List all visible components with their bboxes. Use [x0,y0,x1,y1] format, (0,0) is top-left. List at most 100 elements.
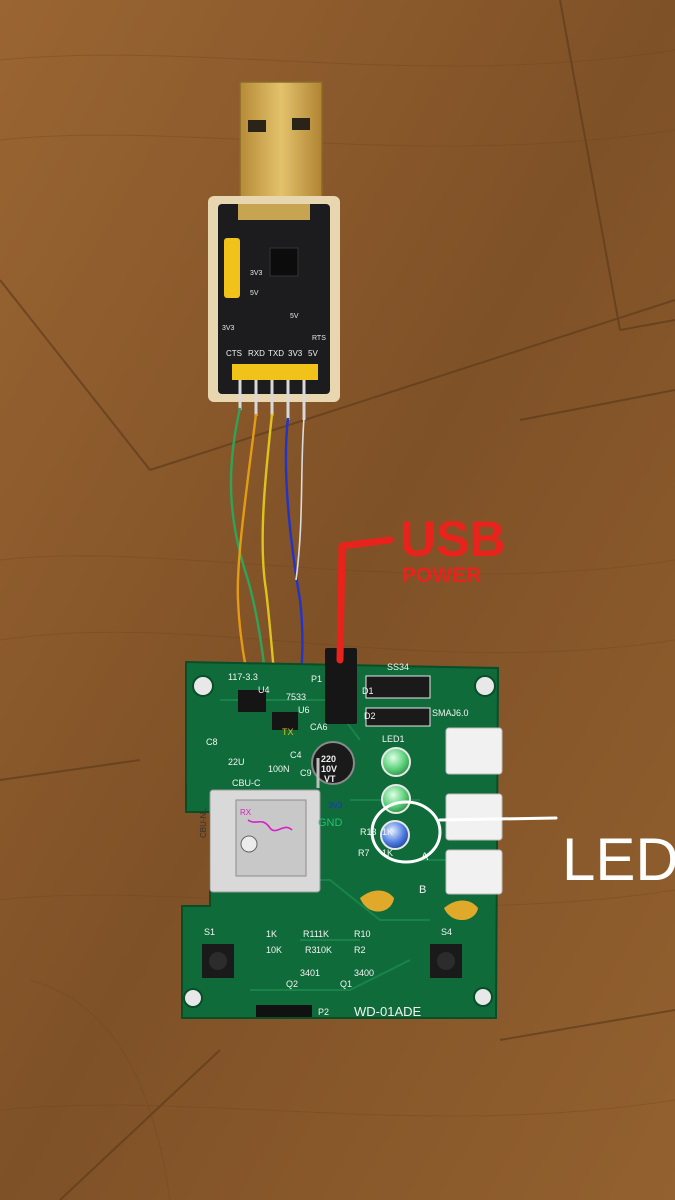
label-p2: P2 [318,1007,329,1017]
wifi-module [209,789,321,893]
header-p2 [256,1005,312,1017]
wire-annotations: GND 3v3 TX RX [240,727,343,832]
annot-usb-title: USB [400,511,506,567]
header-pins [238,380,306,420]
dc-jack [325,648,357,724]
label-b: B [419,884,426,896]
label-3401: 3401 [300,968,320,978]
capacitor-print: 220 10V VT [321,754,337,784]
connector-c [445,849,503,895]
cap-value: 220 [321,754,336,764]
pin-label-cts: CTS [226,349,242,358]
led-annotation: LED [370,800,675,893]
button-s1-cap [209,952,227,970]
annot-gnd: GND [318,817,343,829]
annot-tx: TX [282,727,294,737]
adapter-top-label: 5V [290,313,299,320]
label-1k-d: 1K [318,929,329,939]
regulator-117 [238,690,266,712]
label-22u: 22U [228,757,245,767]
varistor-1 [360,890,394,912]
annot-red-arrow [336,536,394,664]
diode-smaj [365,707,431,727]
label-s4: S4 [441,927,452,937]
mount-hole [473,987,493,1007]
label-10k-a: 10K [266,945,282,955]
annot-led-circle [370,800,442,864]
label-q2: Q2 [286,979,298,989]
label-117: 117-3.3 [228,672,258,682]
capacitor-c9 [311,741,355,785]
label-ca6: CA6 [310,722,328,732]
label-r13: R13 [360,827,377,837]
label-r7: R7 [358,848,370,858]
label-u6: U6 [298,705,310,715]
led-green-1 [381,747,411,777]
usb-plug-hole [292,118,310,130]
usb-plug-hole [248,120,266,132]
usb-ttl-adapter: 3V3 5V 3V3 5V RTS CTS RXD TXD 3V3 5V [208,81,340,420]
usb-plug [239,81,323,201]
varistor-2 [444,900,478,921]
leds [380,747,411,850]
pin-label-3v3: 3V3 [288,349,303,358]
main-pcb: 117-3.3 U4 7533 U6 P1 SS34 D1 D2 SMAJ6.0… [181,648,503,1019]
label-led1: LED1 [382,734,405,744]
label-r3: R3 [305,945,317,955]
usb-contacts [238,204,310,220]
label-c4: C4 [290,750,302,760]
jumper-label-3v3: 3V3 [250,270,263,277]
mount-hole [192,675,214,697]
annot-usb-sub: POWER [402,564,481,587]
mount-hole [183,988,203,1008]
usb-uart-chip [269,247,299,277]
diode-ss34 [365,675,431,699]
label-c8: C8 [206,737,218,747]
jumper-label-5v: 5V [250,290,259,297]
annot-rx: RX [240,808,252,817]
pin-label-5v: 5V [308,349,318,358]
connector-b [445,793,503,841]
terminal-connectors [445,727,503,895]
label-p1: P1 [311,674,322,684]
label-1k-a: 1K [382,827,393,837]
label-r2: R2 [354,945,366,955]
label-7533: 7533 [286,692,306,702]
label-r11: R11 [303,929,319,939]
adapter-pin-labels: CTS RXD TXD 3V3 5V [226,349,318,358]
label-cbu-module: CBU-NL [199,808,208,838]
annot-3v3: 3v3 [328,800,343,810]
adapter-pcb [218,204,330,394]
label-d2: D2 [364,711,376,721]
pin-header [232,364,318,380]
button-s4-cap [437,952,455,970]
silkscreen-labels: 117-3.3 U4 7533 U6 P1 SS34 D1 D2 SMAJ6.0… [199,662,469,1019]
label-d1: D1 [362,686,374,696]
led-blue [380,820,410,850]
pin-label-rxd: RXD [248,349,265,358]
ce-mark [240,835,258,853]
label-100n: 100N [268,764,290,774]
label-cbu: CBU-C [232,778,261,788]
pcb-body [181,660,500,1019]
label-s1: S1 [204,927,215,937]
annot-led-line [438,816,558,822]
jumper-cap [224,238,240,298]
label-c9: C9 [300,768,312,778]
annot-led-text: LED [562,826,675,893]
regulator-7533 [272,712,298,730]
label-1k-b: 1K [382,848,393,858]
adapter-top-label: RTS [312,335,326,342]
mount-hole [474,675,496,697]
label-ss34: SS34 [387,662,409,672]
connector-a [445,727,503,775]
wire-white [295,417,305,581]
annot-magenta-squiggle [247,819,293,832]
pin-label-txd: TXD [268,349,284,358]
adapter-top-label: 3V3 [222,325,235,332]
label-smaj: SMAJ6.0 [432,708,469,718]
label-10k-b: 10K [316,945,332,955]
